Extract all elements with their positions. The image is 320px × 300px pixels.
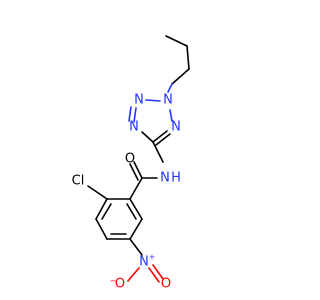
bond-tz-n2-n3-double (128, 106, 132, 122)
atom-n-tetrazole-3: N (129, 120, 139, 135)
bond-c5-nh (152, 141, 164, 163)
atom-n-nitro: N (139, 255, 149, 270)
charge-o-nitro-left: − (110, 277, 117, 286)
bond-ar-6-1-inner (126, 203, 137, 220)
bond-ar-cl (87, 185, 108, 200)
bond-butyl-2 (186, 45, 190, 70)
bond-butyl-1 (165, 35, 188, 47)
bond-carbonyl-ring (129, 177, 143, 200)
bond-nitro-o-right (148, 267, 160, 283)
amide-group (129, 141, 164, 200)
bond-tz-c5-n4 (152, 130, 168, 143)
butyl-chain (165, 35, 190, 93)
atom-n-tetrazole-1: N (163, 93, 173, 108)
atom-n-tetrazole-2: N (134, 93, 144, 108)
tetrazole-ring (128, 99, 173, 146)
atom-n-tetrazole-4: N (171, 120, 181, 135)
bond-ar-2-3 (95, 198, 108, 220)
bond-carbonyl-o (133, 161, 143, 179)
bond-tz-c5-n4-double (155, 133, 171, 146)
bond-nitro-o-right-double (152, 264, 164, 280)
bond-ar-6-1 (129, 198, 143, 220)
bond-ar-nitro (129, 238, 143, 256)
atom-o-nitro-right: O (161, 277, 171, 292)
benzene-ring (95, 198, 143, 240)
bond-tz-n2-n3 (133, 107, 137, 123)
bond-tz-n4-n1 (169, 109, 173, 122)
bond-tz-n1-n2 (145, 99, 161, 102)
atom-o-amide: O (125, 152, 135, 167)
bond-ar-2-3-inner (101, 203, 112, 220)
atom-cl: Cl (72, 174, 85, 189)
nitro-group (127, 238, 164, 283)
atom-o-nitro-left: O (115, 277, 125, 292)
bond-tz-n3-c5 (141, 131, 154, 143)
charge-n-nitro: + (149, 253, 156, 262)
atom-n-amide: N (160, 171, 170, 186)
bond-ar-3-4 (95, 218, 108, 240)
bond-ar-5-6 (129, 218, 143, 240)
bond-nitro-o-left (127, 267, 140, 282)
molecule-structure: N N N N O N H Cl N + O − O (72, 35, 190, 292)
bond-carbonyl-o-double (129, 163, 139, 181)
bond-butyl-3 (171, 68, 190, 85)
bond-butyl-n (167, 83, 173, 93)
atom-h-amide: H (171, 171, 181, 186)
